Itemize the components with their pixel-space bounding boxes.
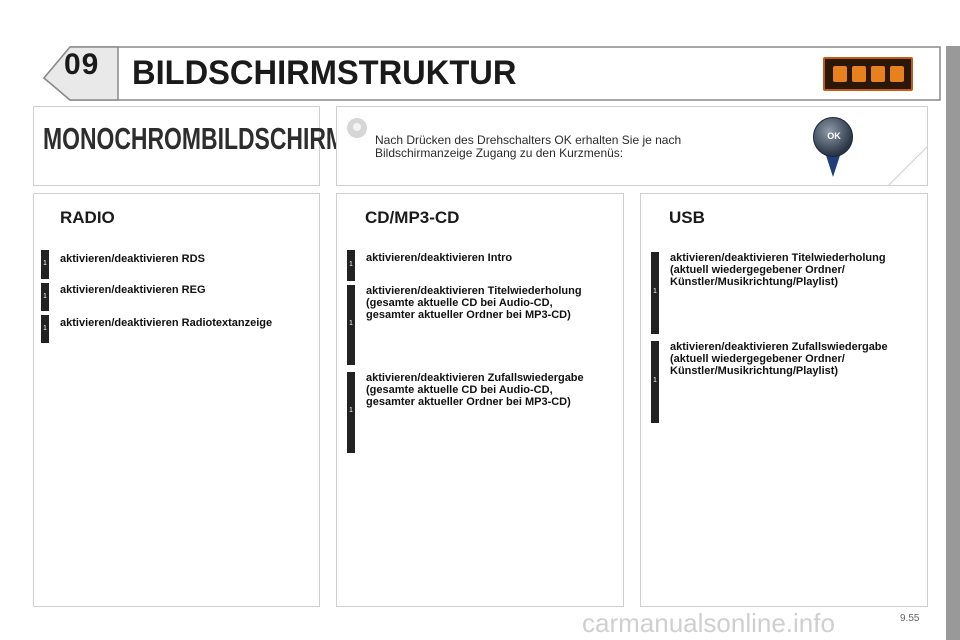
side-tab-bar	[946, 46, 960, 640]
cd-title: CD/MP3-CD	[365, 208, 460, 227]
info-note-panel: Nach Drücken des Drehschalters OK erhalt…	[336, 106, 928, 186]
level-marker: 1	[651, 252, 659, 334]
ok-knob-label: OK	[827, 131, 841, 141]
monochrome-screen-panel: MONOCHROMBILDSCHIRM C	[33, 106, 368, 186]
menu-item-text: aktivieren/deaktivieren Radiotextanzeige	[60, 317, 273, 329]
menu-item-text: aktivieren/deaktivieren Zufallswiedergab…	[670, 341, 888, 377]
cd-menu-panel: CD/MP3-CD 1 aktivieren/deaktivieren Intr…	[336, 193, 624, 607]
level-marker: 1	[347, 250, 355, 281]
level-marker: 1	[347, 372, 355, 453]
level-marker: 1	[347, 285, 355, 365]
section-title: MONOCHROMBILDSCHIRM C	[43, 121, 368, 156]
watermark: carmanualsonline.info	[582, 608, 835, 638]
menu-item-text: aktivieren/deaktivieren Titelwiederholun…	[670, 252, 886, 288]
page-header: 09 BILDSCHIRMSTRUKTUR	[0, 0, 960, 110]
panel-corner-fold	[888, 146, 928, 186]
radio-menu-panel: RADIO 1 aktivieren/deaktivieren RDS 1 ak…	[33, 193, 320, 607]
page-number: 9.55	[900, 613, 920, 624]
tip-icon	[347, 118, 367, 138]
note-text: Nach Drücken des Drehschalters OK erhalt…	[375, 134, 725, 160]
menu-item-text: aktivieren/deaktivieren Zufallswiedergab…	[366, 372, 584, 408]
level-marker: 1	[41, 250, 49, 279]
level-marker: 1	[41, 283, 49, 311]
note-line: Bildschirmanzeige Zugang zu den Kurzmenü…	[375, 146, 624, 160]
radio-title: RADIO	[60, 208, 115, 227]
level-marker: 1	[41, 315, 49, 343]
level-marker: 1	[651, 341, 659, 423]
menu-item-text: aktivieren/deaktivieren Intro	[366, 252, 513, 264]
menu-item-text: aktivieren/deaktivieren REG	[60, 284, 206, 296]
usb-title: USB	[669, 208, 705, 227]
ok-knob-icon: OK	[813, 117, 853, 157]
note-line: Nach Drücken des Drehschalters OK erhalt…	[375, 133, 682, 147]
menu-item-text: aktivieren/deaktivieren Titelwiederholun…	[366, 285, 582, 321]
dashboard-pictogram-icon	[823, 57, 913, 91]
page-title: BILDSCHIRMSTRUKTUR	[132, 54, 517, 92]
menu-item-text: aktivieren/deaktivieren RDS	[60, 253, 205, 265]
header-frame	[42, 46, 941, 101]
usb-menu-panel: USB 1 aktivieren/deaktivieren Titelwiede…	[640, 193, 928, 607]
chapter-number: 09	[64, 48, 100, 81]
